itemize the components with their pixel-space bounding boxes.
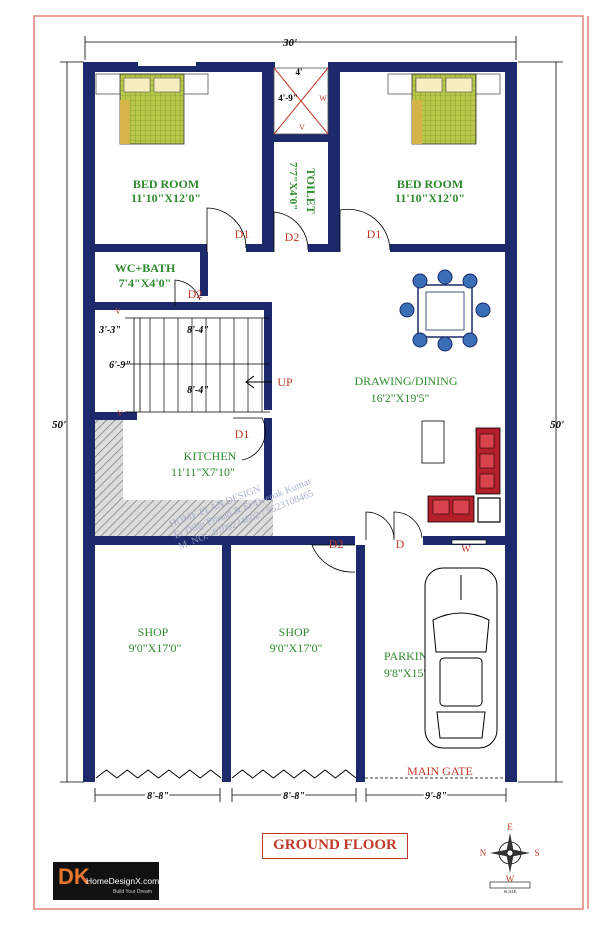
dining-table <box>399 269 491 352</box>
car-icon <box>424 567 498 749</box>
compass-icon <box>489 833 531 889</box>
door-d2-toilet: D2 <box>285 230 300 244</box>
compass-e: E <box>507 822 513 832</box>
brand-logo: DK HomeDesignX.com Build Your Dream <box>53 862 159 900</box>
door-d2-wc: D2 <box>188 287 203 301</box>
side-table <box>421 420 445 464</box>
logo-mark: DK <box>58 864 90 889</box>
side-dimensions <box>60 61 563 783</box>
stair-landing-label: 6'-9" <box>109 360 131 371</box>
bedroom-right-size: 11'10"X12'0" <box>395 191 465 205</box>
compass-scale: SCALE <box>504 889 517 894</box>
kitchen-size: 11'11"X7'10" <box>171 465 235 479</box>
stair-vent-top: V <box>115 307 121 316</box>
sheet-border <box>33 15 584 910</box>
toilet-size: 7'7"X4'0" <box>287 162 299 210</box>
bedroom-left-size: 11'10"X12'0" <box>131 191 201 205</box>
drawing-size: 16'2"X19'5" <box>371 391 430 405</box>
logo-tagline: Build Your Dream <box>113 889 152 895</box>
window-w-drawing: W <box>461 544 471 555</box>
bottom-dim-3: 9'-8" <box>425 791 447 802</box>
kitchen-name: KITCHEN <box>184 449 237 463</box>
main-gate-label: MAIN GATE <box>407 764 473 778</box>
shaft-window: W <box>319 94 327 103</box>
wcbath-size: 7'4"X4'0" <box>119 276 172 290</box>
depth-right-label: 50' <box>550 419 564 431</box>
shaft-vent: V <box>299 123 305 132</box>
toilet-name: TOILET <box>304 168 318 214</box>
shop2-name: SHOP <box>279 625 310 639</box>
logo-site: HomeDesignX.com <box>86 876 160 886</box>
stair-up-label: UP <box>277 375 293 389</box>
bed-left <box>95 73 209 145</box>
door-d1-kitchen: D1 <box>235 427 250 441</box>
shop1-size: 9'0"X17'0" <box>129 641 182 655</box>
parking-name: PARKING <box>384 649 437 663</box>
bottom-dim-1: 8'-8" <box>147 791 169 802</box>
depth-left-label: 50' <box>52 419 66 431</box>
compass-s: S <box>534 848 539 858</box>
compass-w: W <box>506 874 515 884</box>
bottom-dimensions <box>94 788 507 802</box>
bottom-dim-2: 8'-8" <box>283 791 305 802</box>
toilet-top-h: 4'-9" <box>278 93 298 103</box>
bed-right <box>387 73 501 145</box>
top-dimension <box>84 36 517 60</box>
bedroom-right-name: BED ROOM <box>397 177 463 191</box>
shutters <box>95 769 357 779</box>
door-d-main: D <box>396 537 405 551</box>
stair-width2-label: 8'-4" <box>187 385 209 396</box>
compass-n: N <box>480 848 487 858</box>
door-swings <box>174 207 423 573</box>
shop1-name: SHOP <box>138 625 169 639</box>
up-arrow-icon <box>245 375 272 389</box>
door-d2-entry: D2 <box>329 537 344 551</box>
floor-title: GROUND FLOOR <box>262 833 408 859</box>
bedroom-left-name: BED ROOM <box>133 177 199 191</box>
door-d1-right: D1 <box>367 227 382 241</box>
toilet-top-w: 4' <box>295 67 302 77</box>
shop2-size: 9'0"X17'0" <box>270 641 323 655</box>
stair-vent-bottom: V <box>117 409 123 418</box>
drawing-name: DRAWING/DINING <box>354 374 457 388</box>
sofa-set <box>427 427 501 523</box>
wcbath-name: WC+BATH <box>115 261 176 275</box>
stair-width1-label: 8'-4" <box>187 325 209 336</box>
door-d1-left: D1 <box>235 227 250 241</box>
overall-width-label: 30' <box>282 37 297 49</box>
hatched-slab <box>95 500 273 538</box>
staircase <box>125 317 270 413</box>
stair-offset-label: 3'-3" <box>98 325 121 336</box>
